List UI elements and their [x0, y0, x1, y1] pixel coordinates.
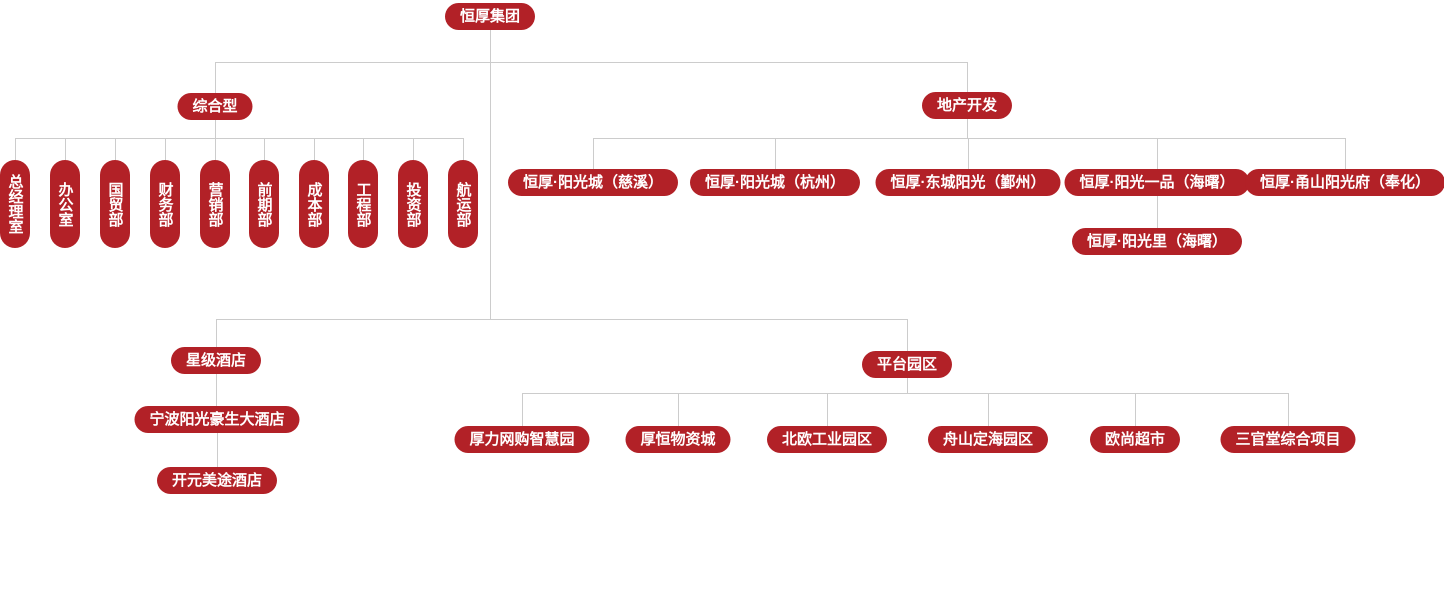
node-project-sunshine-li-haishu: 恒厚·阳光里（海曙） [1072, 228, 1242, 255]
connector-line [967, 62, 968, 92]
connector-line [363, 138, 364, 160]
connector-line [1345, 138, 1346, 169]
connector-top-branches [215, 62, 968, 63]
connector-line [15, 138, 16, 160]
node-category-platform-parks: 平台园区 [861, 351, 953, 378]
connector-line [217, 433, 218, 467]
node-park-nordic-industrial-park: 北欧工业园区 [766, 426, 888, 453]
node-dept-cost: 成本部 [299, 160, 329, 248]
connector-line [907, 319, 908, 351]
connector-line [463, 138, 464, 160]
node-project-sunshine-city-hangzhou: 恒厚·阳光城（杭州） [690, 169, 860, 196]
connector-line [314, 138, 315, 160]
node-dept-marketing: 营销部 [200, 160, 230, 248]
connector-line [593, 138, 594, 169]
node-dept-finance: 财务部 [150, 160, 180, 248]
connector-line [827, 393, 828, 426]
node-project-sunshine-city-cixi: 恒厚·阳光城（慈溪） [508, 169, 678, 196]
connector-line [264, 138, 265, 160]
node-group-root: 恒厚集团 [444, 3, 536, 30]
node-park-houli-online-shopping-smart-park: 厚力网购智慧园 [454, 426, 590, 453]
connector-line [215, 120, 216, 138]
node-dept-preliminary: 前期部 [249, 160, 279, 248]
connector-line [215, 62, 216, 93]
connector-projects [593, 138, 1346, 139]
connector-line [216, 319, 217, 347]
connector-line [65, 138, 66, 160]
connector-line [413, 138, 414, 160]
node-dept-general-manager-office: 总经理室 [0, 160, 30, 248]
connector-line [1288, 393, 1289, 426]
node-hotel-kaiyuan-meitu: 开元美途酒店 [156, 467, 278, 494]
connector-trunk [490, 28, 491, 319]
node-category-real-estate: 地产开发 [921, 92, 1013, 119]
node-park-auchan-supermarket: 欧尚超市 [1089, 426, 1181, 453]
connector-line [1157, 196, 1158, 228]
node-hotel-ningbo-sunshine-howard-johnson: 宁波阳光豪生大酒店 [134, 406, 300, 433]
node-dept-engineering: 工程部 [348, 160, 378, 248]
node-park-houheng-materials-city: 厚恒物资城 [625, 426, 731, 453]
connector-line [907, 378, 908, 393]
connector-line [968, 138, 969, 169]
node-park-zhoushan-dinghai-park: 舟山定海园区 [927, 426, 1049, 453]
connector-line [215, 138, 216, 160]
node-dept-international-trade: 国贸部 [100, 160, 130, 248]
connector-bottom-branches [216, 319, 908, 320]
node-project-yongshan-sunshine-mansion-fenghua: 恒厚·甬山阳光府（奉化） [1245, 169, 1444, 196]
connector-line [115, 138, 116, 160]
connector-line [165, 138, 166, 160]
node-project-sunshine-yipin-haishu: 恒厚·阳光一品（海曙） [1064, 169, 1250, 196]
connector-line [522, 393, 523, 426]
connector-line [216, 374, 217, 406]
connector-line [678, 393, 679, 426]
node-category-comprehensive: 综合型 [177, 93, 253, 120]
connector-departments [15, 138, 464, 139]
connector-line [775, 138, 776, 169]
node-park-sanguantang-complex-project: 三官堂综合项目 [1220, 426, 1356, 453]
node-dept-shipping: 航运部 [448, 160, 478, 248]
node-project-dongcheng-sunshine-yinzhou: 恒厚·东城阳光（鄞州） [875, 169, 1061, 196]
connector-parks [522, 393, 1289, 394]
connector-line [988, 393, 989, 426]
node-dept-investment: 投资部 [398, 160, 428, 248]
node-dept-office: 办公室 [50, 160, 80, 248]
connector-line [1157, 138, 1158, 169]
connector-line [967, 119, 968, 138]
connector-line [1135, 393, 1136, 426]
node-category-star-hotels: 星级酒店 [170, 347, 262, 374]
